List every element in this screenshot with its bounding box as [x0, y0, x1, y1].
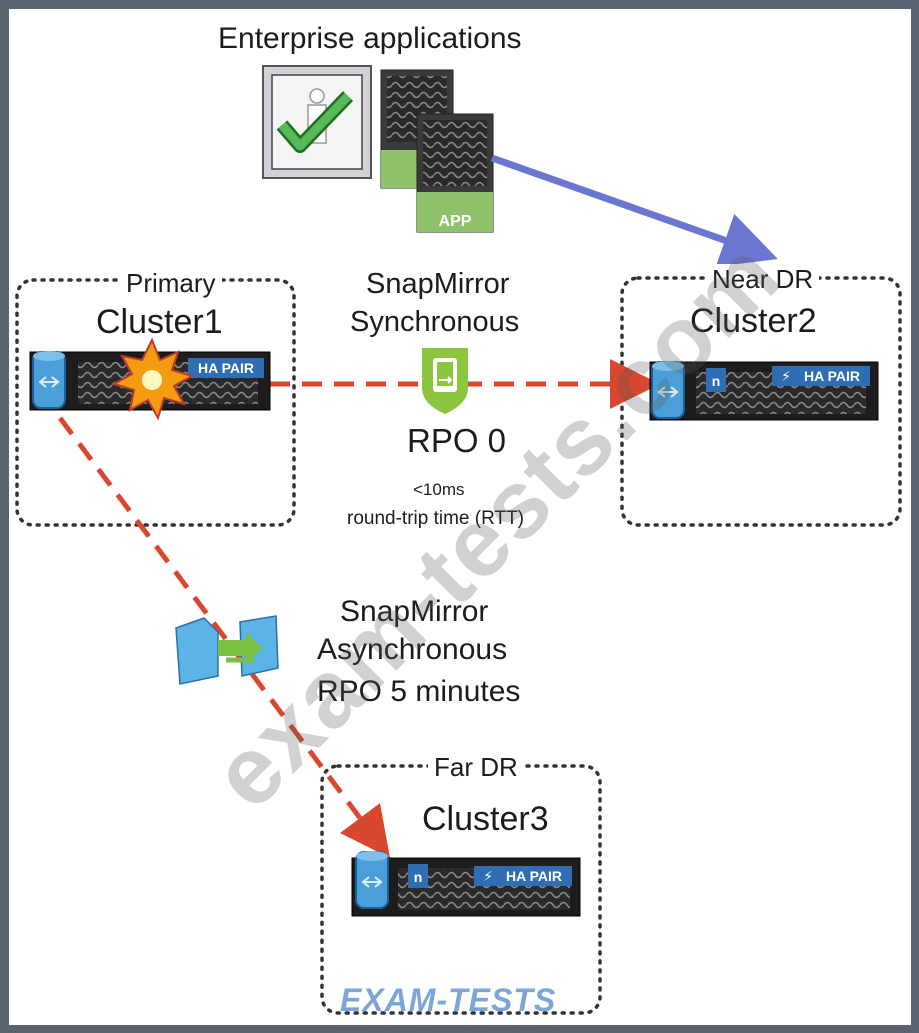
async-label-line1: SnapMirror: [340, 595, 489, 628]
cluster1-ha-badge: HA PAIR: [198, 360, 254, 376]
app-server-front-icon: APP: [416, 113, 494, 233]
sync-label-line2: Synchronous: [350, 306, 520, 338]
async-transfer-icon: [175, 615, 279, 685]
far-dr-cluster-box: [320, 764, 602, 1015]
sync-latency-desc: round-trip time (RTT): [347, 508, 525, 529]
user-check-icon: [262, 65, 372, 179]
primary-cluster-box: [15, 278, 296, 527]
enterprise-applications-title: Enterprise applications: [218, 22, 522, 55]
sync-rpo-label: RPO 0: [407, 422, 507, 459]
cluster1-label: Cluster1: [96, 303, 223, 341]
svg-text:⚡: ⚡: [781, 369, 791, 385]
brand-logo-text: EXAM-TESTS: [340, 982, 557, 1018]
far-dr-role-label: Far DR: [428, 752, 524, 783]
snapmirror-shield-icon: [422, 348, 468, 414]
cluster3-storage-appliance: n ⚡ HA PAIR: [351, 851, 581, 917]
async-rpo-label: RPO 5 minutes: [317, 675, 521, 708]
svg-text:n: n: [414, 869, 423, 885]
cluster2-storage-appliance: n ⚡ HA PAIR: [649, 361, 879, 421]
svg-text:⚡: ⚡: [483, 869, 493, 885]
sync-label-line1: SnapMirror: [366, 268, 510, 300]
cluster1-storage-appliance: HA PAIR: [29, 337, 271, 421]
cluster2-ha-badge: HA PAIR: [804, 368, 860, 384]
svg-text:n: n: [712, 373, 721, 389]
primary-role-label: Primary: [120, 268, 222, 299]
async-label-line2: Asynchronous: [317, 633, 508, 666]
async-replication-arrow: [58, 416, 390, 858]
near-dr-role-label: Near DR: [706, 264, 820, 295]
cluster3-label: Cluster3: [422, 800, 549, 838]
sync-latency-label: <10ms: [413, 480, 465, 499]
app-to-cluster2-arrow: [490, 154, 778, 267]
cluster3-ha-badge: HA PAIR: [506, 868, 562, 884]
app-badge-label: APP: [439, 213, 472, 230]
cluster2-label: Cluster2: [690, 302, 817, 340]
